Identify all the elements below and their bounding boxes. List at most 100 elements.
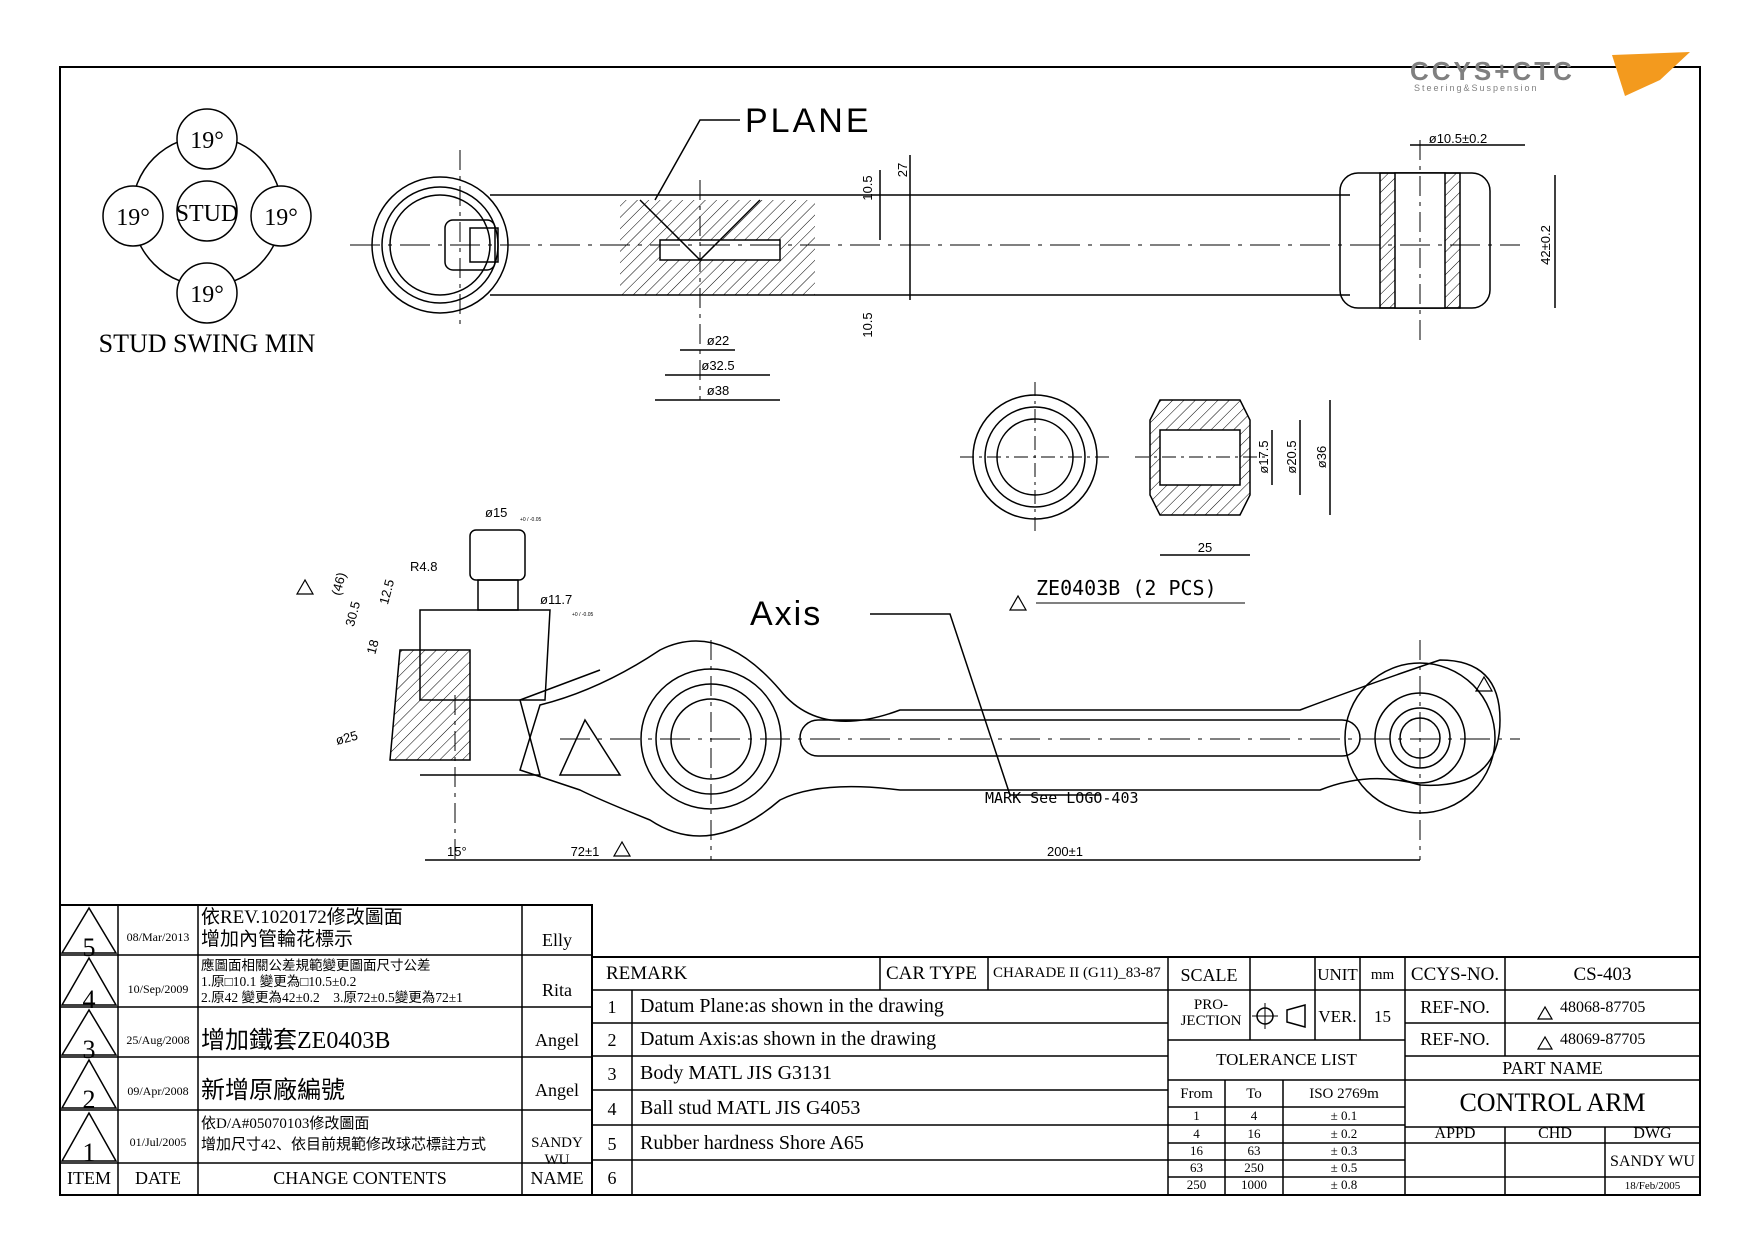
dim-d11-7-tol: +0 / -0.05: [572, 612, 593, 618]
dim-h42: 42±0.2: [1538, 225, 1553, 265]
projection-label: PRO-JECTION: [1180, 997, 1242, 1029]
remark-header: REMARK: [606, 963, 688, 984]
rev-name-5: Elly: [542, 930, 572, 950]
rev-change-4: 應圖面相關公差規範變更圖面尺寸公差 1.原□10.1 變更為□10.5±0.2 …: [201, 958, 521, 1006]
dim-d15: ø15: [485, 505, 507, 520]
remark-text-1: Datum Plane:as shown in the drawing: [640, 995, 944, 1017]
bushing-detail: 25 ø17.5 ø20.5 ø36 ZE0403B (2 PCS): [960, 382, 1331, 611]
chd-label: CHD: [1538, 1125, 1572, 1142]
stud-swing-min-label: STUD SWING MIN: [99, 329, 316, 358]
swing-top: 19°: [190, 128, 224, 154]
top-section-view: PLANE ø22 ø32.5 ø38 10.5 27 10.5 ø10.5±0…: [350, 102, 1556, 401]
dim-h10-5-top: 10.5: [860, 175, 875, 200]
tol-r1-val: ± 0.1: [1330, 1108, 1358, 1123]
rev-item-3: 3: [82, 1035, 96, 1064]
ccys-label: CCYS-NO.: [1410, 964, 1500, 985]
rev-header-name: NAME: [530, 1168, 584, 1188]
tol-h-from: From: [1180, 1086, 1213, 1102]
ver-label: VER.: [1318, 1007, 1357, 1026]
ref-no-2: 48069-87705: [1560, 1031, 1646, 1048]
rev-change-4-line1: 應圖面相關公差規範變更圖面尺寸公差: [201, 958, 431, 973]
dim-h12-5: 12.5: [376, 578, 397, 606]
rev-change-1-line1: 依D/A#05070103修改圖面: [201, 1116, 370, 1132]
remark-text-5: Rubber hardness Shore A65: [640, 1132, 864, 1154]
part-name-label: PART NAME: [1502, 1058, 1603, 1078]
ver-value: 15: [1374, 1007, 1391, 1026]
tol-r4-to: 250: [1244, 1160, 1264, 1175]
rev-change-2: 新增原廠編號: [201, 1078, 345, 1104]
tol-h-to: To: [1246, 1086, 1262, 1102]
ref-label-1: REF-NO.: [1420, 997, 1490, 1017]
dim-d11-7: ø11.7: [540, 592, 572, 607]
remark-no-3: 3: [607, 1064, 617, 1084]
axis-label: Axis: [750, 595, 822, 633]
stud-swing-diagram: 19° STUD 19° 19° 19° STUD SWING MIN: [99, 108, 316, 358]
dim-d15-tol: +0 / -0.05: [520, 517, 541, 523]
dim-d32-5: ø32.5: [701, 358, 734, 373]
rev-item-2: 2: [82, 1085, 96, 1114]
tol-r5-val: ± 0.8: [1330, 1177, 1358, 1192]
rev-date-5: 08/Mar/2013: [126, 930, 190, 944]
rev-date-3: 25/Aug/2008: [126, 1033, 190, 1047]
remark-no-1: 1: [607, 997, 617, 1017]
remark-text-4: Ball stud MATL JIS G4053: [640, 1097, 861, 1119]
rev-name-4: Rita: [542, 980, 572, 1000]
front-view: Axis MARK See LOGO-403 15° 72±1 200±1 ø1…: [295, 505, 1520, 861]
dim-d25: ø25: [334, 728, 360, 748]
dim-h18: 18: [364, 638, 382, 656]
car-type-value: CHARADE II (G11)_83-87: [993, 965, 1161, 981]
stud-label: STUD: [176, 201, 239, 227]
tol-r5-from: 250: [1186, 1177, 1207, 1192]
tol-r4-val: ± 0.5: [1330, 1160, 1358, 1175]
tol-r1-to: 4: [1250, 1108, 1258, 1123]
dim-d17-5: ø17.5: [1256, 440, 1271, 473]
company-logo: CCYS+CTC Steering&Suspension: [1410, 52, 1690, 96]
unit-value: mm: [1370, 967, 1395, 983]
dim-h27: 27: [895, 163, 910, 177]
rev-change-3: 增加鐵套ZE0403B: [201, 1028, 391, 1054]
tol-r3-val: ± 0.3: [1330, 1143, 1358, 1158]
appd-label: APPD: [1434, 1125, 1476, 1142]
dwg-label: DWG: [1633, 1125, 1672, 1142]
logo-mark-icon: [1612, 52, 1690, 96]
rev-change-4-line2: 1.原□10.1 變更為□10.5±0.2: [201, 974, 357, 989]
dim-h10-5-bot: 10.5: [860, 312, 875, 337]
rev-header-item: ITEM: [67, 1168, 111, 1188]
scale-label: SCALE: [1180, 965, 1238, 985]
rev-change-4-line3: 2.原42 變更為42±0.2 3.原72±0.5變更為72±1: [201, 990, 463, 1005]
remark-no-4: 4: [607, 1099, 617, 1119]
rev-change-1-line2: 增加尺寸42、依目前規範修改球芯標註方式: [201, 1137, 487, 1153]
rev-name-3: Angel: [535, 1030, 579, 1050]
part-name: CONTROL ARM: [1459, 1088, 1646, 1117]
dim-d22: ø22: [707, 333, 729, 348]
tolerance-title: TOLERANCE LIST: [1216, 1050, 1357, 1069]
ccys-no: CS-403: [1573, 964, 1632, 985]
rev-change-5: 依REV.1020172修改圖面 增加內管輪花標示: [201, 907, 521, 951]
ref-label-2: REF-NO.: [1420, 1029, 1490, 1049]
rev-item-5: 5: [82, 933, 96, 962]
dim-h46: (46): [328, 571, 348, 597]
drawn-by: SANDY WU: [1610, 1153, 1695, 1170]
dim-d20-5: ø20.5: [1284, 440, 1299, 473]
rev-item-4: 4: [82, 985, 96, 1014]
rev-header-date: DATE: [135, 1168, 181, 1188]
tol-r2-from: 4: [1193, 1126, 1200, 1141]
dim-h30-5: 30.5: [342, 600, 363, 628]
dim-l72: 72±1: [571, 844, 600, 859]
tol-r4-from: 63: [1190, 1160, 1203, 1175]
remark-text-3: Body MATL JIS G3131: [640, 1062, 833, 1084]
rev-change-1: 依D/A#05070103修改圖面 增加尺寸42、依目前規範修改球芯標註方式: [201, 1114, 521, 1156]
rev-change-5-line2: 增加內管輪花標示: [201, 929, 354, 950]
mark-note: MARK See LOGO-403: [985, 789, 1139, 807]
rev-name-1: SANDY WU: [531, 1135, 583, 1168]
drawn-date: 18/Feb/2005: [1624, 1180, 1681, 1192]
tol-r3-to: 63: [1247, 1143, 1261, 1158]
tol-r2-val: ± 0.2: [1330, 1126, 1358, 1141]
dim-d36: ø36: [1314, 446, 1329, 468]
bushing-note: ZE0403B (2 PCS): [1036, 576, 1217, 600]
remark-no-2: 2: [607, 1030, 617, 1050]
revision-table: [59, 904, 593, 1196]
tol-r5-to: 1000: [1241, 1177, 1267, 1192]
rev-header-change: CHANGE CONTENTS: [273, 1168, 447, 1188]
